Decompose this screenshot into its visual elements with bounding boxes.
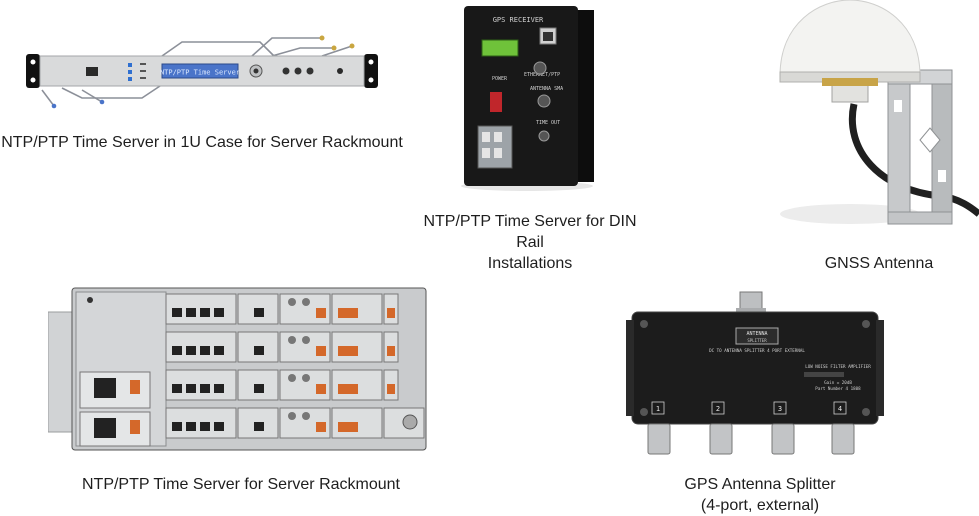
- rackmount-time-server-image: [47, 286, 428, 452]
- caption-gps-antenna-splitter: GPS Antenna Splitter (4-port, external): [660, 474, 860, 516]
- port-label-2: 2: [716, 405, 720, 413]
- caption-din-rail-time-server: NTP/PTP Time Server for DIN Rail Install…: [410, 211, 650, 274]
- splitter-spec-title: LOW NOISE FILTER AMPLIFIER: [805, 364, 871, 369]
- port-label-1: 1: [656, 405, 660, 413]
- splitter-brand-sub: SPLITTER: [747, 338, 767, 343]
- din-label-time-out: TIME OUT: [536, 120, 560, 126]
- din-label-top: GPS RECEIVER: [493, 16, 544, 24]
- splitter-description: DC TO ANTENNA SPLITTER 4 PORT EXTERNAL: [709, 348, 805, 353]
- caption-din-line-1: NTP/PTP Time Server for DIN Rail: [423, 213, 637, 251]
- port-label-4: 4: [838, 405, 842, 413]
- rack-1u-time-server-image: NTP/PTP Time Server: [22, 30, 382, 110]
- din-label-ethernet: ETHERNET/PTP: [524, 72, 560, 78]
- caption-splitter-line-1: GPS Antenna Splitter: [684, 476, 836, 493]
- caption-rackmount-time-server: NTP/PTP Time Server for Server Rackmount: [81, 476, 400, 493]
- din-rail-time-server-image: GPS RECEIVER ETHERNET/PTP ANTENNA SMA PO…: [452, 2, 602, 192]
- gnss-antenna-image: [770, 0, 979, 232]
- caption-din-line-2: Installations: [487, 255, 573, 272]
- port-label-3: 3: [778, 405, 782, 413]
- din-label-antenna: ANTENNA SMA: [530, 86, 563, 92]
- splitter-brand: ANTENNA: [746, 331, 767, 337]
- lcd-display-text: NTP/PTP Time Server: [160, 69, 240, 77]
- caption-splitter-line-2: (4-port, external): [700, 497, 820, 514]
- caption-rack-1u-time-server: NTP/PTP Time Server in 1U Case for Serve…: [1, 134, 403, 151]
- splitter-spec-line-2: Part Number 4 1808: [815, 386, 861, 391]
- caption-gnss-antenna: GNSS Antenna: [824, 255, 934, 272]
- splitter-spec-line-1: Gain = 20dB: [824, 380, 852, 385]
- gps-antenna-splitter-image: ANTENNA SPLITTER DC TO ANTENNA SPLITTER …: [626, 290, 886, 460]
- din-label-power: POWER: [492, 76, 508, 82]
